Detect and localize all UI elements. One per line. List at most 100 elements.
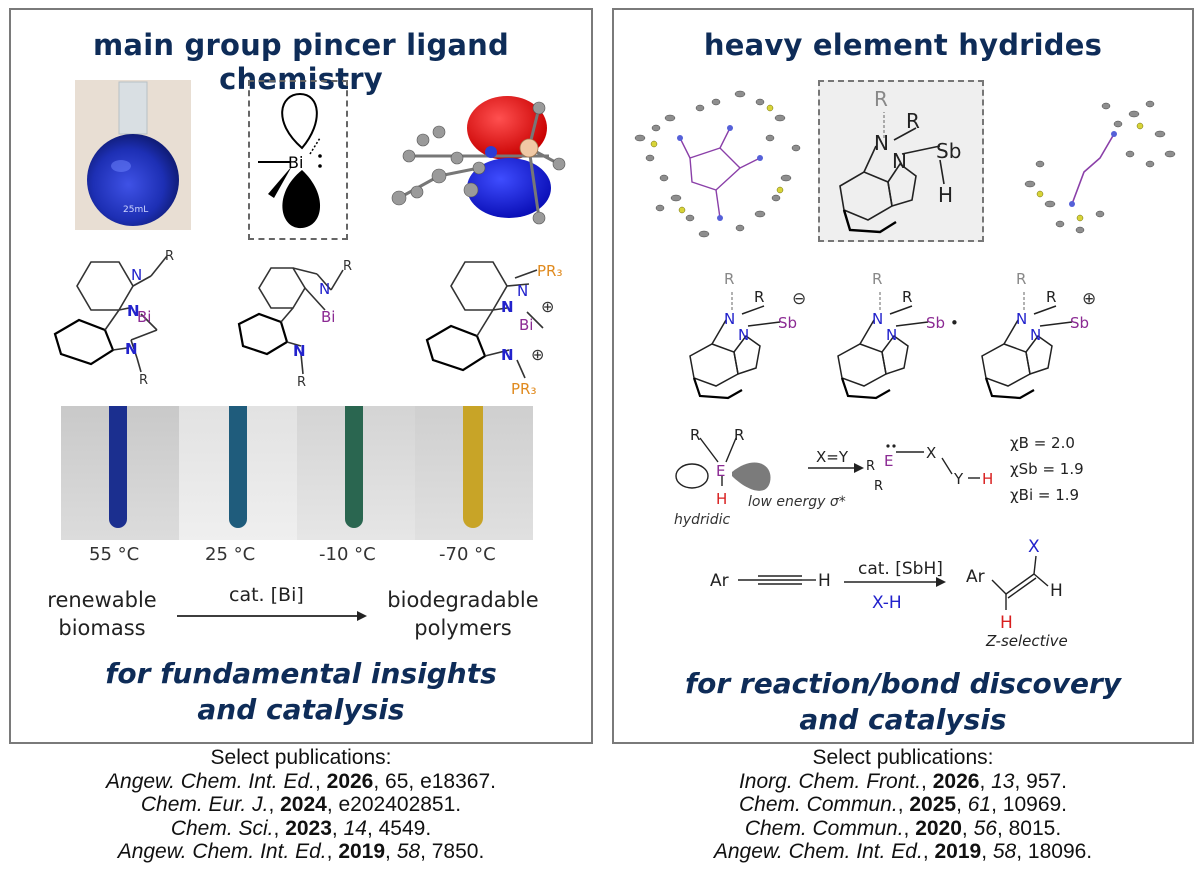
mech-hydridic: hydridic [674,512,730,528]
sbh-sb: Sb [936,139,961,163]
tube-photo-3 [297,406,415,540]
ion3-sb: Sb [1070,314,1089,332]
right-pub-1[interactable]: Inorg. Chem. Front., 2026, 13, 957. [738,769,1068,793]
s1-n-top: N [127,302,140,320]
flask-volume-label: 25mL [123,205,148,215]
pub-volume: 58 [396,840,421,863]
reactant-line-1: renewable [47,588,157,612]
left-panel: main group pincer ligand chemistry 25mL [9,8,593,744]
reaction-arrow [177,611,367,621]
right-pub-4[interactable]: Angew. Chem. Int. Ed., 2019, 58, 18096. [713,840,1093,863]
hydro-ar-reactant: Ar [710,571,729,591]
ion2-sb: Sb [926,314,945,332]
pub-volume: 61 [967,793,992,816]
orbital-diagram: Bi [248,80,348,240]
pub-pages: 8015. [1008,816,1062,840]
s2-n-bottom: N [293,342,306,360]
pub-journal: Angew. Chem. Int. Ed. [713,840,923,863]
right-panel: heavy element hydrides [612,8,1194,744]
pub-year: 2019 [934,840,982,863]
s2-r-top: R [343,259,352,274]
chi-sb: χSb = 1.9 [1010,460,1084,478]
pub-journal: Chem. Sci. [170,816,274,840]
pub-journal: Inorg. Chem. Front. [738,769,922,793]
mech-r-left: R [690,426,700,444]
tube-photo-1 [61,406,179,540]
pub-year: 2025 [909,793,957,816]
mech-prod-e: E [884,452,893,470]
product-line-1: biodegradable [387,588,539,612]
pub-volume: 14 [343,816,367,840]
hydride-mechanism: R R E H hydridic low energy σ* X=Y R R E… [674,426,1084,528]
sbh-r-top: R [874,87,888,111]
hydro-h-red: H [1000,613,1013,633]
temp-label-3: -10 °C [319,544,376,565]
pub-journal: Chem. Eur. J. [140,793,269,816]
mech-r-right: R [734,426,744,444]
ion3-plus: ⊕ [1082,289,1096,309]
tube-2 [229,406,247,528]
reactant-label: renewable biomass [37,586,167,642]
left-tagline-line-2: and catalysis [197,693,405,726]
hydro-selective: Z-selective [985,632,1068,650]
ion3-r-top: R [1016,270,1026,288]
left-pub-3[interactable]: Chem. Sci., 2023, 14, 4549. [170,816,432,840]
hydro-reagent: X-H [872,593,902,613]
tube-1 [109,406,127,528]
pub-pages: 10969. [1002,793,1068,816]
left-publications: Select publications: Angew. Chem. Int. E… [9,746,593,864]
hydro-catalyst: cat. [SbH] [858,559,943,579]
pub-journal: Angew. Chem. Int. Ed. [106,769,315,793]
pub-year: 2024 [280,793,327,816]
chi-b: χB = 2.0 [1010,434,1075,452]
s2-r-bottom: R [297,375,306,390]
tube-3 [345,406,363,528]
s1-n-right: N [131,266,142,284]
left-tagline-line-1: for fundamental insights [105,657,497,690]
left-pub-1[interactable]: Angew. Chem. Int. Ed., 2026, 65, e18367. [106,769,496,793]
pub-year: 2019 [338,840,386,863]
hydrofunctionalization: Ar H cat. [SbH] X-H Ar X H H Z-selective [710,537,1068,650]
pub-volume: 13 [991,769,1015,793]
ion3-r-right: R [1046,288,1056,306]
ion1-r-top: R [724,270,734,288]
orbital-bi-label: Bi [288,153,303,172]
temp-label-1: 55 °C [89,544,140,565]
ion2-radical: • [950,314,959,332]
ion3-n-lower: N [1030,326,1041,344]
tube-photo-4 [415,406,533,540]
sb-oxidation-series: R R N N Sb ⊖ R R N N Sb • R R N N Sb ⊕ [689,270,1096,400]
pub-year: 2020 [915,816,962,840]
product-line-2: polymers [414,616,512,640]
right-pub-2[interactable]: Chem. Commun., 2025, 61, 10969. [738,793,1068,816]
ion1-n-upper: N [724,310,735,328]
s3-n-right: N [517,282,528,300]
left-pub-2[interactable]: Chem. Eur. J., 2024, e202402851. [140,793,462,816]
pub-journal: Chem. Commun. [744,816,904,840]
hydro-x-product: X [1028,537,1040,557]
s1-n-bottom: N [125,340,138,358]
pub-year: 2026 [932,769,980,793]
mech-prod-r-top: R [866,459,875,474]
crystal-structure-right [1024,100,1176,234]
s3-pr3-bottom: PR₃ [511,380,536,398]
molecular-orbital-render [379,88,579,233]
pub-pages: 7850. [431,840,485,863]
hydro-h-reactant: H [818,571,831,591]
right-tagline-line-2: and catalysis [799,703,1007,736]
left-pub-4[interactable]: Angew. Chem. Int. Ed., 2019, 58, 7850. [117,840,485,863]
ion1-sb: Sb [778,314,797,332]
s3-plus-top: ⊕ [541,297,554,316]
ion2-n-lower: N [886,326,897,344]
pub-volume: 56 [973,816,997,840]
s3-pr3-top: PR₃ [537,262,562,280]
s2-n-right: N [319,280,330,298]
flask-photo: 25mL [75,80,191,230]
sbh-structure-box: R R N N Sb H [818,80,984,242]
sbh-r-right: R [906,109,920,133]
s3-plus-bottom: ⊕ [531,345,544,364]
right-pub-3[interactable]: Chem. Commun., 2020, 56, 8015. [744,816,1062,840]
right-publications: Select publications: Inorg. Chem. Front.… [612,746,1194,864]
sbh-h: H [938,183,953,207]
s2-bi: Bi [321,308,335,326]
